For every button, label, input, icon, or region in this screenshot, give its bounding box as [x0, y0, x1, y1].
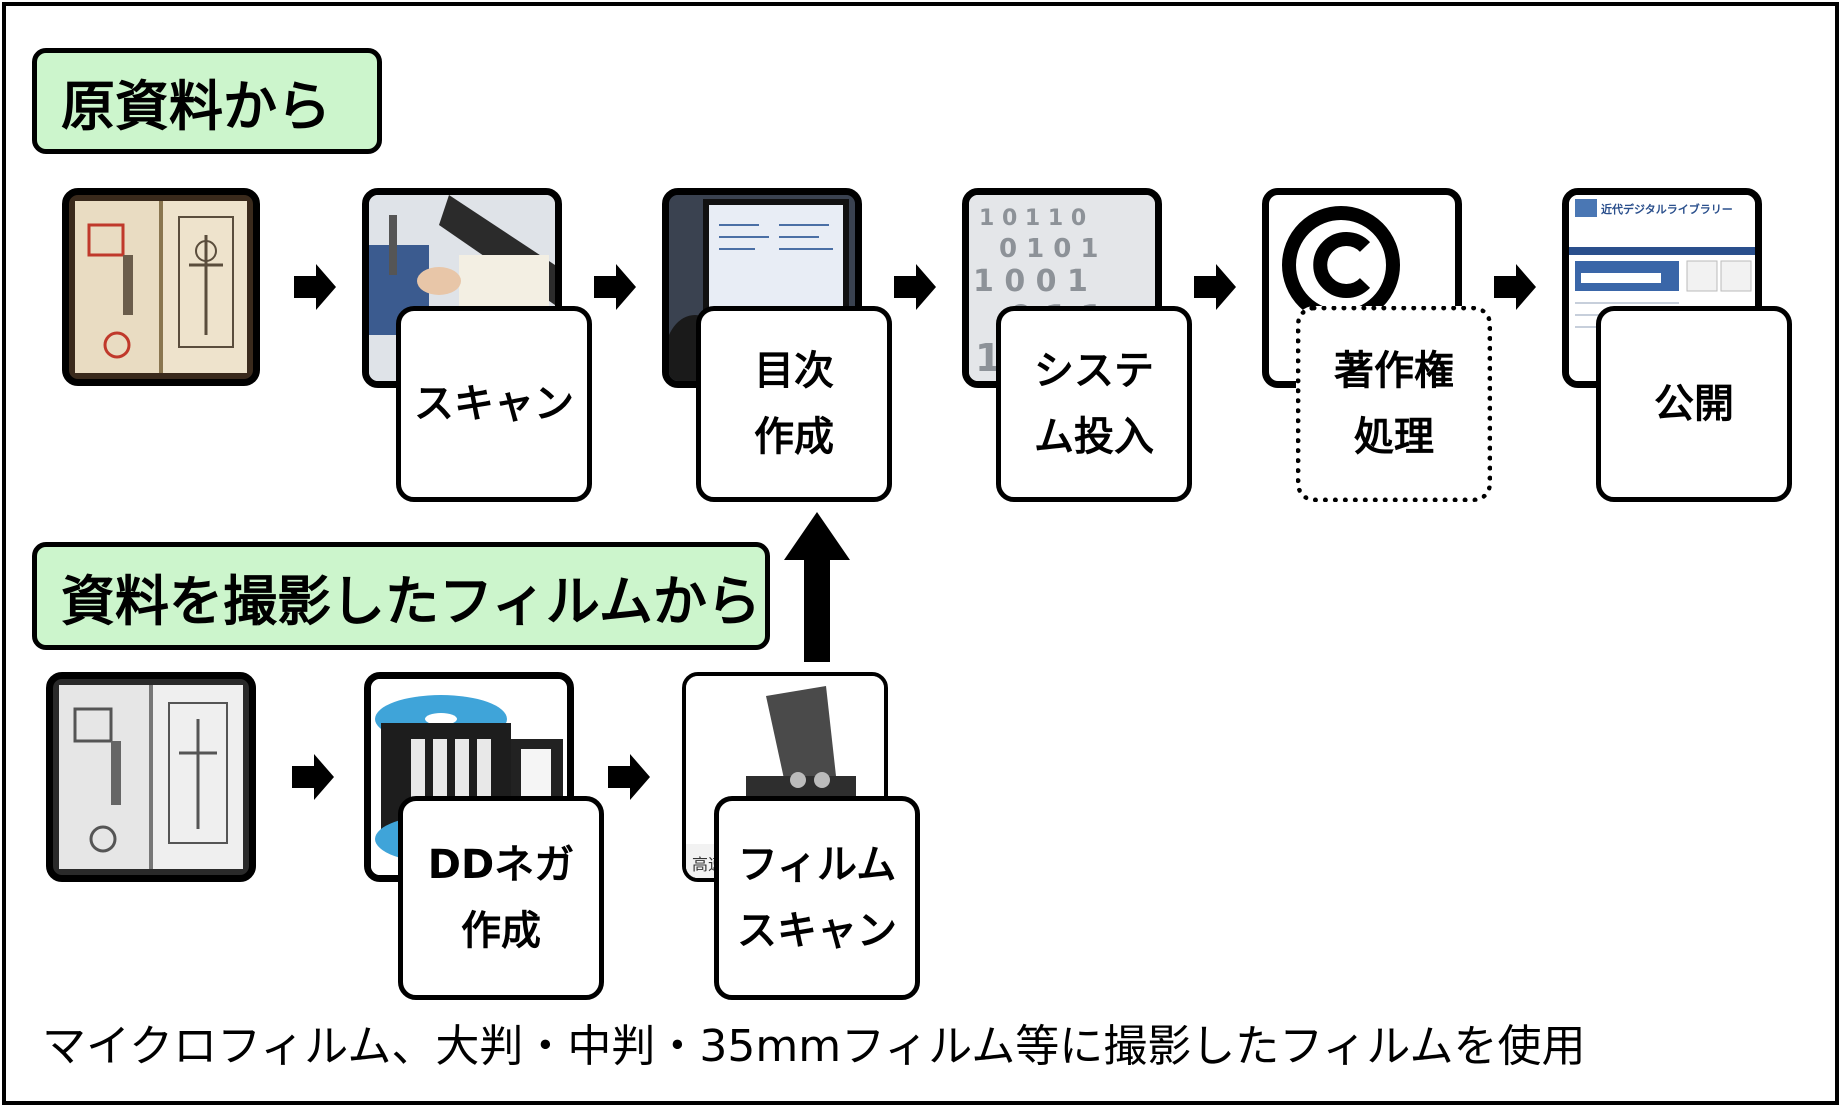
arrow-4: [1194, 264, 1236, 310]
step-copyright: 著作権 処理: [1296, 306, 1492, 502]
step-film-scan: フィルム スキャン: [714, 796, 920, 1000]
arrow-3: [894, 264, 936, 310]
step-system-input: システ ム投入: [996, 306, 1192, 502]
step-copyright-label: 著作権 処理: [1334, 348, 1454, 460]
arrow-5: [1494, 264, 1536, 310]
svg-text:0 1 0 1: 0 1 0 1: [999, 234, 1099, 264]
arrow-6: [292, 754, 334, 800]
film-types-caption: マイクロフィルム、大判・中判・35mmフィルム等に撮影したフィルムを使用: [42, 1021, 1586, 1072]
book-grayscale-image: [59, 685, 243, 869]
step-dd-negative-label: DDネガ 作成: [427, 842, 575, 954]
book-image: [75, 201, 247, 373]
svg-text:1 0 0 1: 1 0 0 1: [973, 264, 1088, 299]
step-toc-label: 目次 作成: [754, 348, 834, 460]
book-grayscale-thumbnail: [46, 672, 256, 882]
section-label-film-text: 資料を撮影したフィルムから: [61, 569, 761, 633]
arrow-7: [608, 754, 650, 800]
step-toc: 目次 作成: [696, 306, 892, 502]
step-film-scan-label: フィルム スキャン: [737, 842, 897, 954]
section-label-original: 原資料から: [32, 48, 382, 154]
book-thumbnail: [62, 188, 260, 386]
arrow-up: [784, 512, 850, 662]
step-dd-negative: DDネガ 作成: [398, 796, 604, 1000]
step-scan-label: スキャン: [414, 381, 574, 427]
arrow-1: [294, 264, 336, 310]
step-publish-label: 公開: [1654, 381, 1734, 427]
step-publish: 公開: [1596, 306, 1792, 502]
ndl-site-title: 近代デジタルライブラリー: [1601, 202, 1733, 216]
section-label-original-text: 原資料から: [61, 74, 331, 138]
step-scan: スキャン: [396, 306, 592, 502]
arrow-2: [594, 264, 636, 310]
step-system-input-label: システ ム投入: [1034, 348, 1154, 460]
section-label-film: 資料を撮影したフィルムから: [32, 542, 770, 650]
svg-text:1 0 1 1 0: 1 0 1 1 0: [979, 206, 1086, 231]
